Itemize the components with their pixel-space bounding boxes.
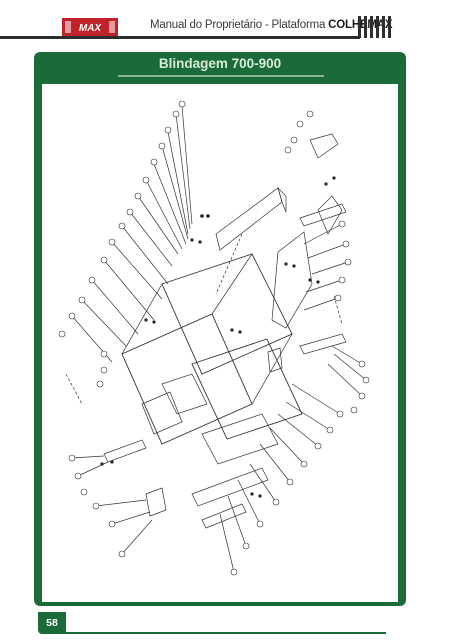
page-header: MAX Manual do Proprietário - Plataforma …	[0, 14, 452, 40]
svg-text:MAX: MAX	[79, 23, 103, 34]
exploded-parts-diagram	[58, 100, 370, 576]
section-title: Blindagem 700-900	[158, 56, 282, 71]
manual-title-prefix: Manual do Proprietário - Plataforma	[150, 19, 329, 31]
page-number: 58	[46, 617, 58, 629]
page-number-badge: 58	[38, 612, 66, 634]
manual-title: Manual do Proprietário - Plataforma COLH…	[150, 19, 393, 35]
max-logo: MAX	[62, 18, 118, 36]
header-bars	[358, 16, 391, 38]
section-title-rule	[118, 75, 324, 77]
header-rule	[0, 36, 360, 39]
diagram-panel	[42, 84, 398, 602]
footer-rule	[66, 632, 386, 634]
